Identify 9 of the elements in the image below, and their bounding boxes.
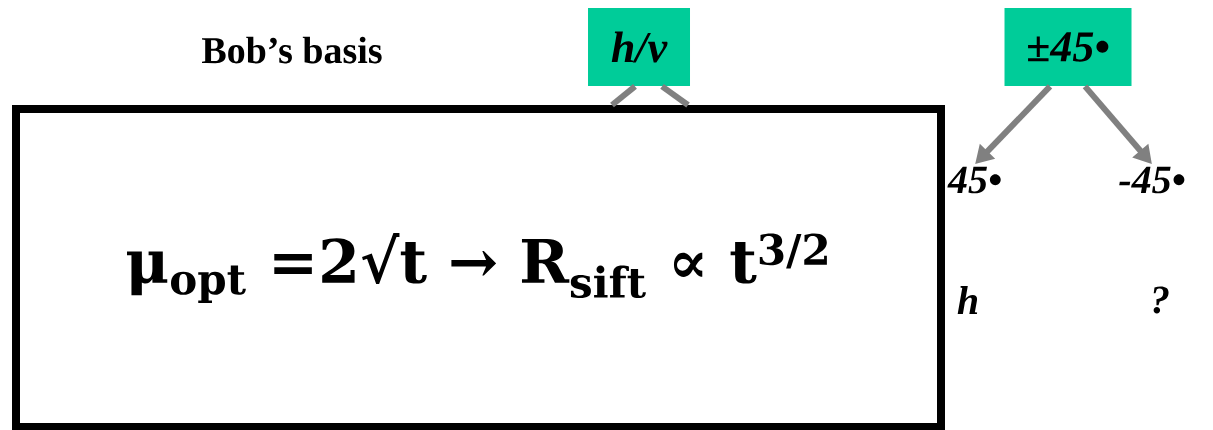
- formula-box: μ$_{opt}$ =2√t → R$_{sift}$ ∝ t$^{3/2}$: [12, 105, 945, 430]
- basis-box: h/v: [588, 8, 690, 86]
- connector-line: [660, 83, 690, 108]
- basis-box: ±45•: [1004, 8, 1132, 86]
- outcome-label: ?: [1153, 286, 1169, 314]
- angle-label: -45•: [1119, 166, 1185, 194]
- angle-label: 45•: [947, 166, 1001, 194]
- basis-heading: Bob’s basis: [202, 36, 382, 64]
- connector-line: [610, 84, 637, 108]
